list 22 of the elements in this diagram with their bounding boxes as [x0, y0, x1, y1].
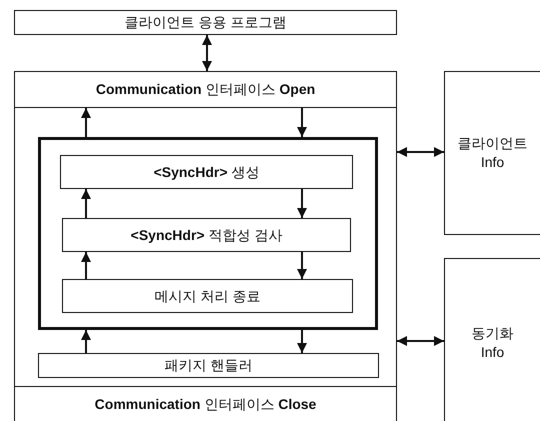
process-box: <SyncHdr> 생성 — [60, 155, 353, 189]
arrow — [81, 108, 91, 137]
header-band: Communication 인터페이스 Open — [14, 71, 397, 108]
process-box: 클라이언트 응용 프로그램 — [14, 10, 397, 35]
arrow — [81, 189, 91, 218]
arrow — [297, 330, 307, 353]
info-box: 클라이언트 Info — [444, 71, 540, 235]
arrow — [81, 330, 91, 353]
footer-band: Communication 인터페이스 Close — [14, 386, 397, 421]
process-box: 메시지 처리 종료 — [62, 279, 353, 313]
arrow — [397, 147, 444, 157]
arrow — [81, 252, 91, 279]
container-box — [14, 71, 397, 421]
container-box — [38, 137, 378, 330]
arrow — [297, 108, 307, 137]
arrow — [297, 189, 307, 218]
arrow — [397, 336, 444, 346]
process-box: 패키지 핸들러 — [38, 353, 379, 378]
arrow — [297, 252, 307, 279]
info-box: 동기화 Info — [444, 258, 540, 421]
arrow — [202, 35, 212, 71]
process-box: <SyncHdr> 적합성 검사 — [62, 218, 351, 252]
